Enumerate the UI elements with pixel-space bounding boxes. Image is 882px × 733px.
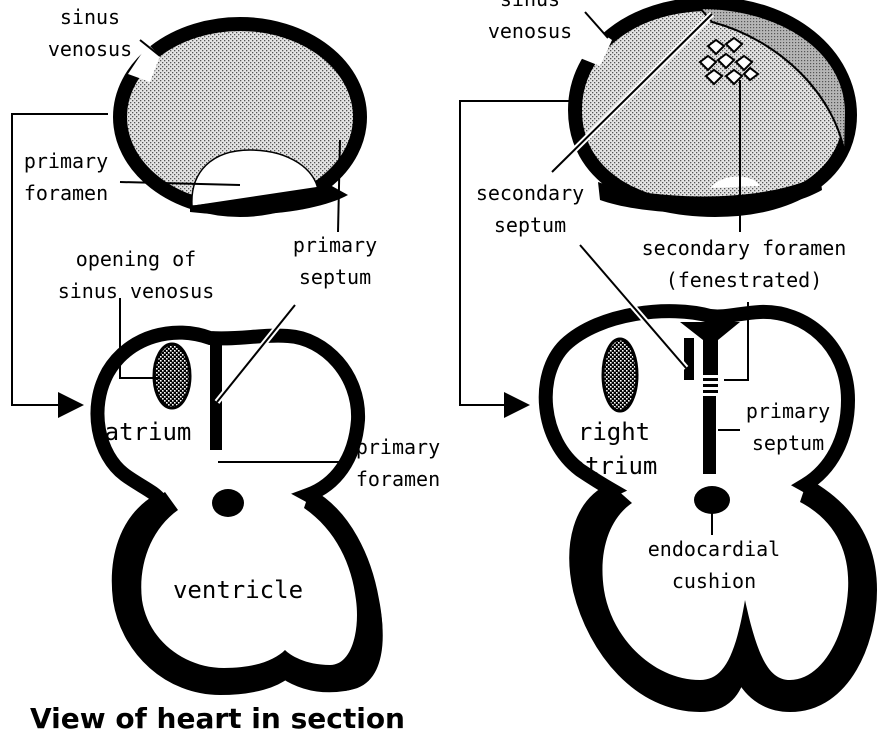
label-left-sinus-venosus-2: venosus — [48, 37, 132, 61]
label-right-sinus-venosus-1: sinus — [500, 0, 560, 11]
label-left-primary-foramen-top-2: foramen — [24, 181, 108, 205]
label-left-primary-foramen-top-1: primary — [24, 149, 108, 173]
label-right-atrium-1: right — [578, 418, 650, 446]
label-right-primary-septum-1: primary — [746, 399, 830, 423]
label-left-atrium: atrium — [105, 418, 192, 446]
label-left-primary-foramen-side-1: primary — [356, 435, 440, 459]
label-right-secondary-septum-1: secondary — [476, 181, 584, 205]
label-right-primary-septum-2: septum — [752, 431, 824, 455]
label-right-secondary-foramen-2: (fenestrated) — [666, 268, 823, 292]
label-left-primary-foramen-side-2: foramen — [356, 467, 440, 491]
label-right-endocardial-2: cushion — [672, 569, 756, 593]
left-sinus-venosus-opening-shape — [154, 344, 190, 408]
label-right-sinus-venosus-2: venosus — [488, 19, 572, 43]
right-secondary-septum-bar — [684, 338, 694, 380]
right-sinus-venosus-opening-shape — [603, 339, 637, 411]
diagram-title: View of heart in section — [30, 702, 405, 733]
left-endocardial-blob — [212, 489, 244, 517]
label-left-sinus-venosus-1: sinus — [60, 5, 120, 29]
label-right-secondary-septum-2: septum — [494, 213, 566, 237]
left-section-view — [97, 333, 382, 694]
right-section-view — [546, 311, 874, 708]
right-primary-septum-bar — [703, 396, 716, 474]
label-left-opening-1: opening of — [76, 247, 196, 271]
label-left-opening-2: sinus venosus — [58, 279, 215, 303]
label-left-primary-septum-1: primary — [293, 233, 377, 257]
label-left-ventricle: ventricle — [173, 576, 303, 604]
label-right-secondary-foramen-1: secondary foramen — [642, 236, 847, 260]
label-left-primary-septum-2: septum — [299, 265, 371, 289]
label-right-endocardial-1: endocardial — [648, 537, 780, 561]
label-right-atrium-2: atrium — [571, 452, 658, 480]
